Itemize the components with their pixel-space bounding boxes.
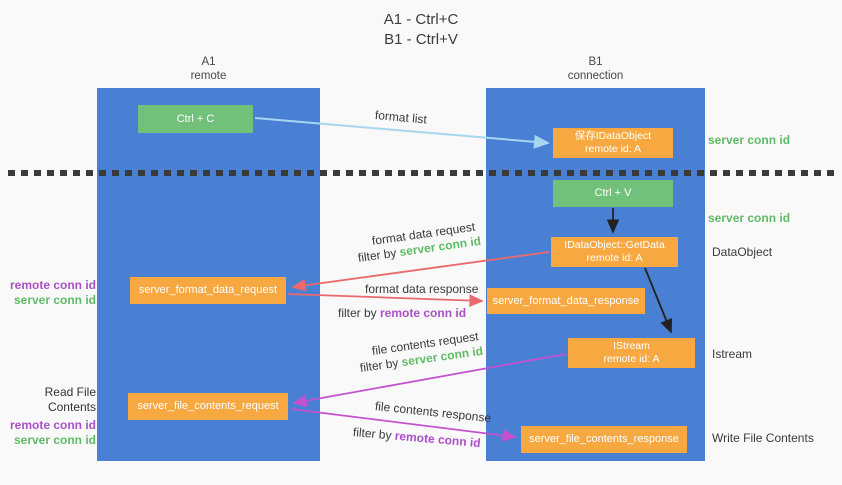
save-dataobject-line2: remote id: A <box>584 143 642 155</box>
server-format-data-request-box: server_format_data_request <box>130 277 286 304</box>
left-column-name: A1 <box>201 56 216 68</box>
server-file-contents-response-box: server_file_contents_response <box>521 426 687 453</box>
right-column-role: connection <box>567 70 624 82</box>
filter-by-text: filter by <box>338 306 381 320</box>
file-contents-response-arrow <box>290 408 517 442</box>
diagram-title: A1 - Ctrl+C B1 - Ctrl+V <box>0 10 842 50</box>
format-list-arrow <box>254 117 550 149</box>
filter-by-remote-conn-id-label-1: filter by remote conn id <box>338 306 466 320</box>
server-format-data-request-label: server_format_data_request <box>138 284 278 296</box>
server-format-data-response-box: server_format_data_response <box>487 288 645 314</box>
dataobject-label: DataObject <box>712 245 773 259</box>
remote-conn-id-left-2: remote conn id <box>9 418 96 432</box>
istream-line1: IStream <box>613 340 650 352</box>
format-data-request-arrow <box>291 251 550 292</box>
istream-box: IStream remote id: A <box>568 338 695 368</box>
session-divider-dashed-line <box>8 170 836 176</box>
ctrl-c-box: Ctrl + C <box>138 105 253 133</box>
ctrl-c-label: Ctrl + C <box>176 112 215 125</box>
format-request-conn-ids: remote conn id server conn id <box>0 278 96 308</box>
getdata-to-istream-arrow <box>644 267 673 334</box>
server-file-contents-response-label: server_file_contents_response <box>529 433 679 445</box>
right-column-header: B1 connection <box>486 55 705 83</box>
left-column-header: A1 remote <box>97 55 320 83</box>
save-dataobject-box: 保存IDataObject remote id: A <box>553 128 673 158</box>
title-line-1: A1 - Ctrl+C <box>383 11 459 28</box>
istream-line2: remote id: A <box>603 353 660 365</box>
server-conn-id-right-mid: server conn id <box>708 211 791 225</box>
file-request-conn-ids: Read File Contents remote conn id server… <box>0 385 96 448</box>
read-file-contents-label: Read File Contents <box>44 385 96 414</box>
format-data-response-arrow <box>287 293 484 307</box>
ctrl-v-label: Ctrl + V <box>594 187 632 199</box>
file-contents-request-arrow <box>292 353 567 407</box>
getdata-line2: remote id: A <box>586 252 643 264</box>
save-dataobject-line1: 保存IDataObject <box>574 130 652 142</box>
server-file-contents-request-box: server_file_contents_request <box>128 393 288 420</box>
server-conn-id-left-1: server conn id <box>13 293 96 307</box>
write-file-contents-label: Write File Contents <box>712 431 814 445</box>
right-column-name: B1 <box>588 56 603 68</box>
remote-conn-id-left-1: remote conn id <box>9 278 96 292</box>
server-conn-id-right-top: server conn id <box>708 133 791 147</box>
server-file-contents-request-label: server_file_contents_request <box>137 400 279 412</box>
ctrl-v-box: Ctrl + V <box>553 180 673 207</box>
getdata-box: IDataObject::GetData remote id: A <box>551 237 678 267</box>
format-data-response-label: format data response <box>365 282 479 296</box>
istream-side-label: Istream <box>712 347 753 361</box>
remote-conn-id-text: remote conn id <box>380 306 467 320</box>
title-line-2: B1 - Ctrl+V <box>384 31 458 48</box>
left-column-role: remote <box>190 70 227 82</box>
server-format-data-response-label: server_format_data_response <box>492 294 640 307</box>
server-conn-id-left-2: server conn id <box>13 433 96 447</box>
getdata-line1: IDataObject::GetData <box>564 239 665 251</box>
